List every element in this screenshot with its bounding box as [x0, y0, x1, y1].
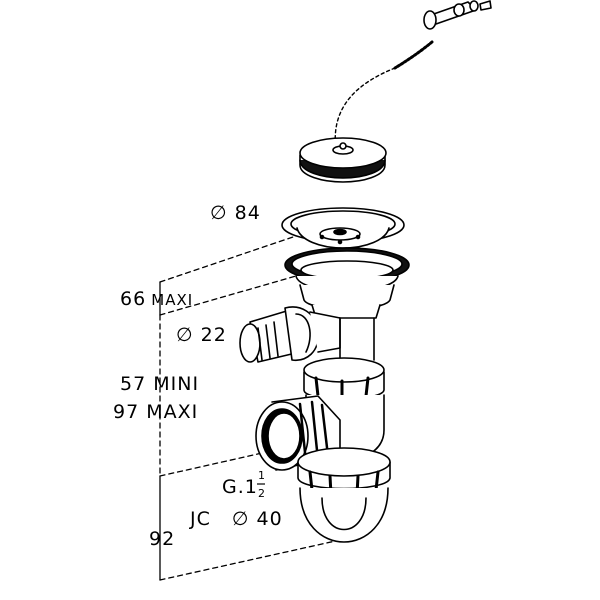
- min-height-value: 57: [120, 373, 147, 395]
- min-height-label: 57 MINI: [120, 375, 199, 394]
- min-height-suffix: MINI: [153, 373, 200, 395]
- outlet-prefix: JC: [190, 508, 211, 530]
- strainer-basket: [281, 207, 405, 271]
- chain-holder: [423, 0, 492, 30]
- overflow-diameter-label: ∅ 22: [176, 326, 227, 345]
- strainer-diameter-label: ∅ 84: [210, 204, 261, 223]
- thread-label: G.1 1 2: [222, 470, 265, 499]
- max-height-top-suffix: MAXI: [151, 291, 194, 309]
- thread-fraction-numerator: 1: [258, 469, 266, 482]
- max-height-value: 97: [113, 401, 140, 423]
- max-height-label: 97 MAXI: [113, 403, 198, 422]
- plug: [299, 137, 387, 183]
- diameter-symbol: ∅: [176, 324, 194, 346]
- trap-bowl: [297, 447, 391, 543]
- thread-prefix: G.1: [222, 476, 258, 498]
- strainer-diameter-value: 84: [234, 202, 261, 224]
- max-height-suffix: MAXI: [146, 401, 199, 423]
- diameter-symbol: ∅: [210, 202, 228, 224]
- overflow-diameter-value: 22: [200, 324, 227, 346]
- thread-fraction-denominator: 2: [258, 487, 266, 500]
- vertical-tube: [339, 317, 375, 361]
- max-height-top-label: 66 MAXI: [120, 290, 193, 309]
- chain: [334, 40, 434, 151]
- outlet-value: 40: [256, 508, 283, 530]
- lower-height-label: 92: [149, 530, 175, 549]
- outlet-label: JC ∅ 40: [190, 510, 283, 529]
- sink-flange: [284, 247, 410, 319]
- lower-height-value: 92: [149, 528, 176, 550]
- max-height-top-value: 66: [120, 288, 147, 310]
- diameter-symbol: ∅: [231, 508, 250, 530]
- overflow-inlet: [239, 306, 341, 363]
